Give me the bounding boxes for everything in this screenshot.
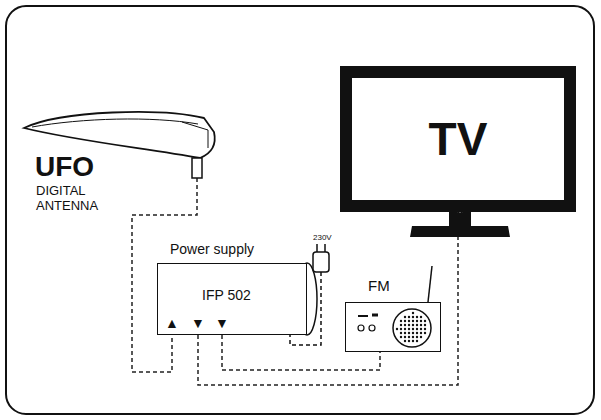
speaker-hole xyxy=(424,332,426,334)
antenna-node: UFODIGITAL ANTENNA xyxy=(22,108,217,212)
tv-label: TV xyxy=(429,114,488,165)
speaker-hole xyxy=(412,328,414,330)
speaker-hole xyxy=(420,316,422,318)
speaker-hole xyxy=(420,328,422,330)
frame-border xyxy=(6,6,594,414)
speaker-hole xyxy=(416,316,418,318)
speaker-hole xyxy=(408,340,410,342)
speaker-hole xyxy=(408,336,410,338)
speaker-hole xyxy=(400,332,402,334)
speaker-hole xyxy=(416,340,418,342)
speaker-hole xyxy=(416,332,418,334)
speaker-hole xyxy=(420,320,422,322)
antenna-rim xyxy=(32,119,198,127)
speaker-hole xyxy=(404,328,406,330)
speaker-hole xyxy=(416,324,418,326)
speaker-hole xyxy=(412,316,414,318)
power-supply-box: Power supplyIFP 502 xyxy=(157,263,307,335)
tv-stand-base xyxy=(410,226,510,237)
cable-line xyxy=(198,212,458,385)
tv-screen: TV xyxy=(340,66,576,212)
radio-knob xyxy=(369,325,375,331)
speaker-hole xyxy=(412,320,414,322)
speaker-hole xyxy=(412,324,414,326)
speaker-hole xyxy=(408,332,410,334)
speaker-hole xyxy=(400,324,402,326)
speaker-hole xyxy=(412,336,414,338)
antenna-type: DIGITAL ANTENNA xyxy=(36,184,118,214)
speaker-hole xyxy=(420,336,422,338)
speaker-hole xyxy=(400,320,402,322)
speaker-hole xyxy=(420,332,422,334)
output-port-mark: ▼ xyxy=(215,316,229,330)
signal-cable xyxy=(198,212,458,385)
speaker-hole xyxy=(400,336,402,338)
radio-slider xyxy=(358,315,368,317)
speaker-hole xyxy=(424,324,426,326)
speaker-hole xyxy=(424,320,426,322)
node-shape xyxy=(346,303,442,353)
speaker-hole xyxy=(424,328,426,330)
speaker-hole xyxy=(420,324,422,326)
speaker-hole xyxy=(412,332,414,334)
speaker-hole xyxy=(408,320,410,322)
speaker-hole xyxy=(408,328,410,330)
plug-prongs xyxy=(317,244,325,252)
speaker-hole xyxy=(404,340,406,342)
antenna-brand: UFO xyxy=(35,152,94,183)
antenna-stem xyxy=(192,158,202,178)
input-port-mark: ▲ xyxy=(165,316,179,330)
power-supply-heading: Power supply xyxy=(170,242,254,257)
speaker-hole xyxy=(416,328,418,330)
speaker-hole xyxy=(416,336,418,338)
speaker-hole xyxy=(404,316,406,318)
radio-antenna xyxy=(428,266,432,302)
radio-heading: FM xyxy=(368,278,390,295)
speaker-hole xyxy=(404,320,406,322)
voltage-label: 230V xyxy=(313,234,332,242)
speaker-hole xyxy=(408,324,410,326)
antenna-edge xyxy=(182,122,208,148)
speaker-hole xyxy=(416,320,418,322)
speaker-hole xyxy=(408,316,410,318)
output-port-mark: ▼ xyxy=(191,316,205,330)
plug-body xyxy=(313,252,329,272)
speaker-hole xyxy=(396,328,398,330)
speaker-hole xyxy=(404,324,406,326)
speaker-hole xyxy=(400,328,402,330)
radio-speaker xyxy=(393,309,431,347)
speaker-hole xyxy=(412,312,414,314)
radio-display xyxy=(372,314,378,317)
radio-knob xyxy=(358,325,364,331)
fm-radio: FM xyxy=(345,302,441,352)
speaker-hole xyxy=(404,332,406,334)
model-number: IFP 502 xyxy=(202,288,251,303)
speaker-hole xyxy=(412,340,414,342)
speaker-hole xyxy=(404,336,406,338)
